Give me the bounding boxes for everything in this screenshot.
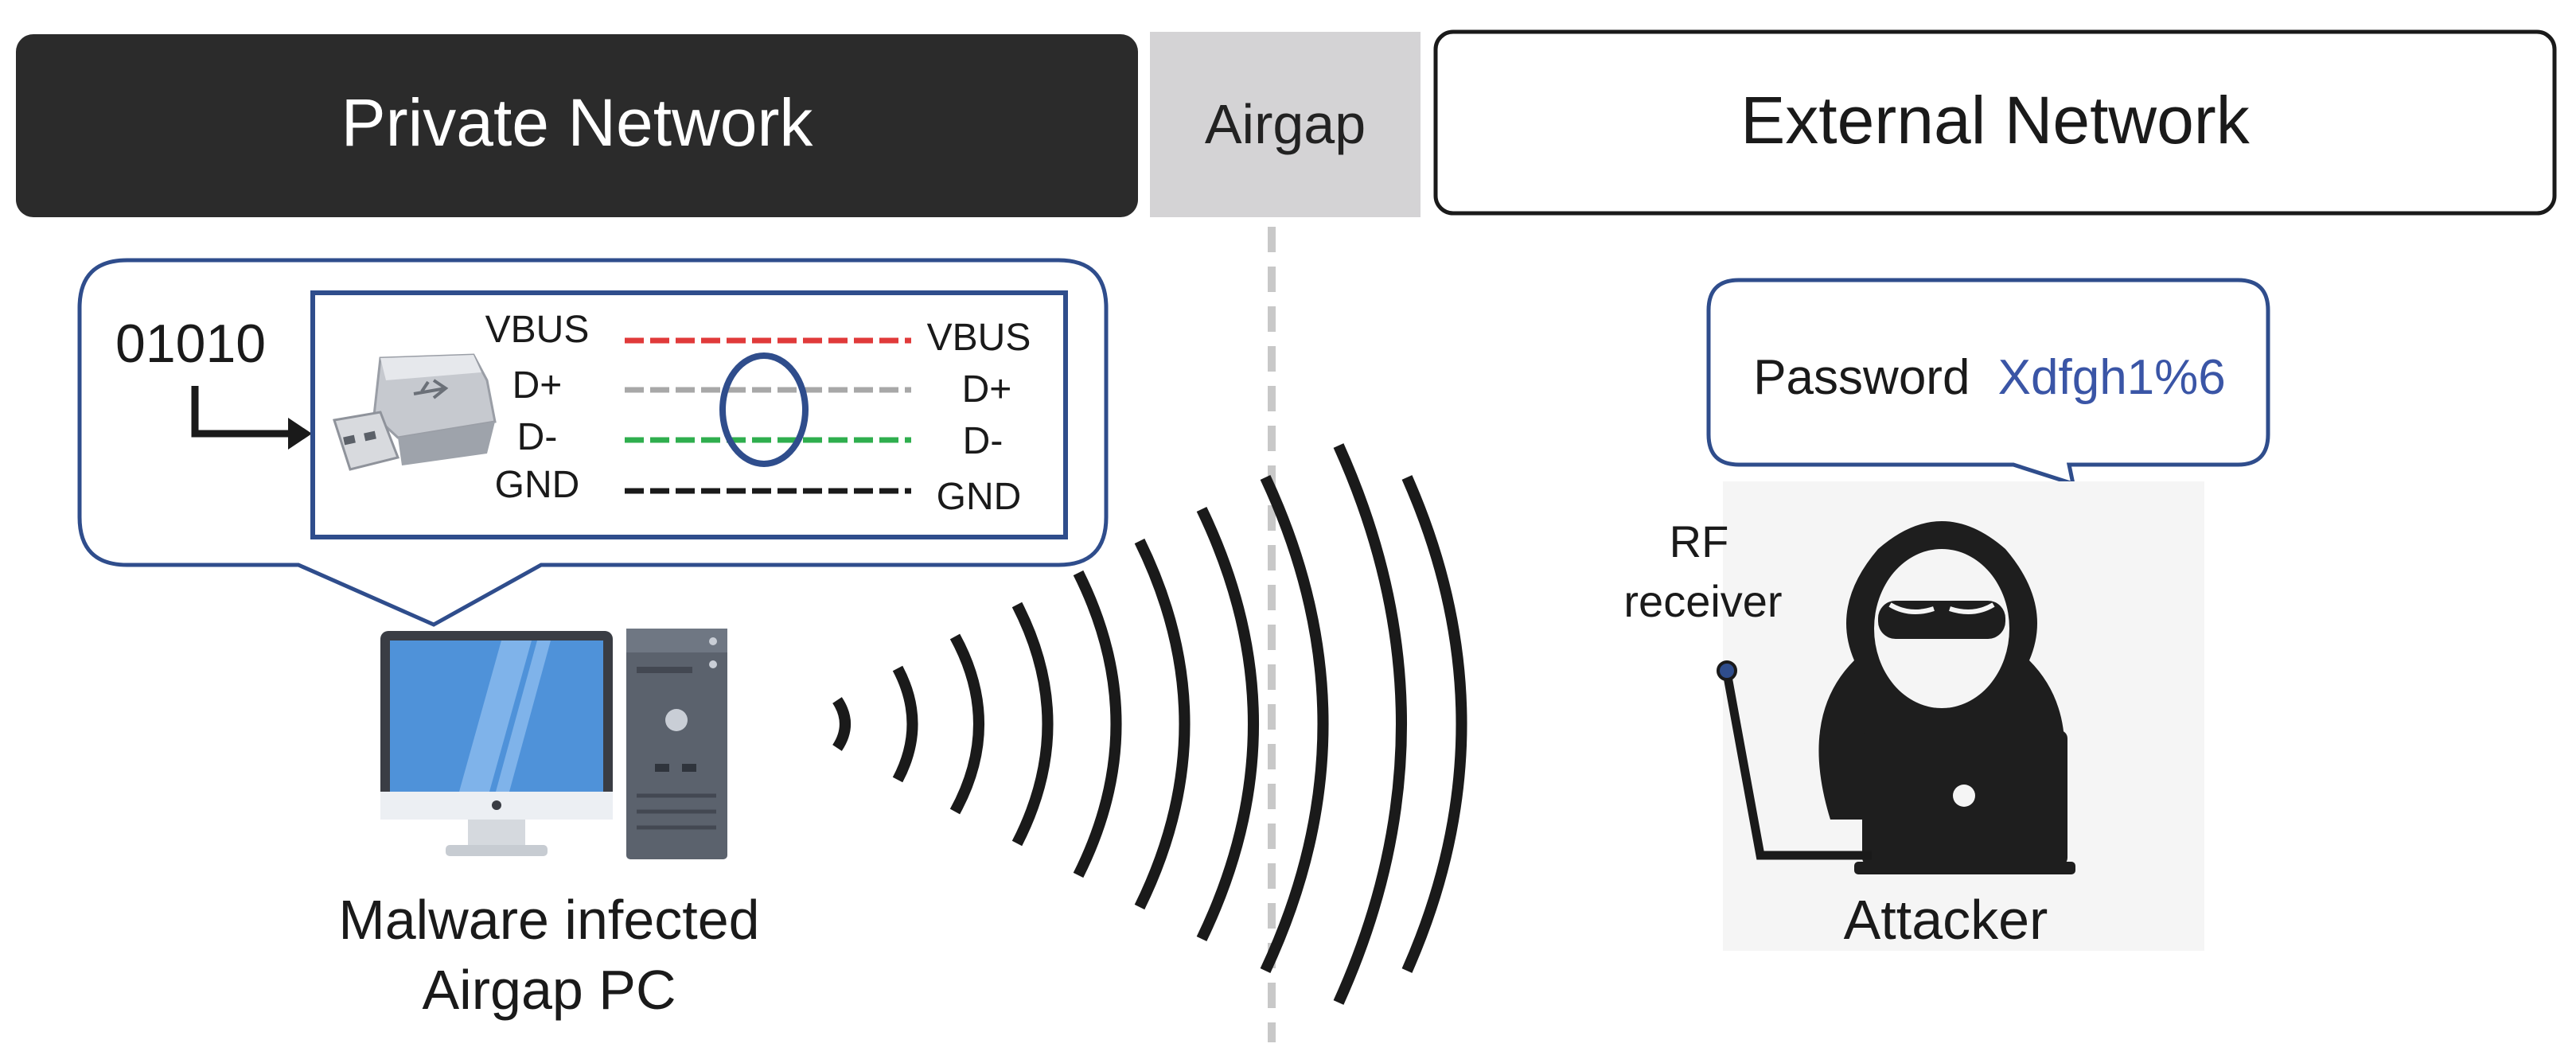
rf-label-line1: RF	[1670, 516, 1729, 567]
pin-label-right-dminus: D-	[963, 420, 1004, 462]
password-callout-bubble	[1706, 278, 2270, 487]
pin-label-right-gnd: GND	[937, 476, 1022, 518]
bits-arrow-head	[288, 418, 312, 450]
pin-label-left-vbus: VBUS	[485, 309, 590, 351]
password-value: Xdfgh1%6	[1998, 350, 2226, 405]
pin-label-left-gnd: GND	[495, 464, 580, 506]
external-network-label: External Network	[1740, 83, 2251, 158]
signal-highlight-ellipse	[719, 352, 809, 467]
pc-caption-line2: Airgap PC	[422, 959, 676, 1021]
airgap-label: Airgap	[1205, 93, 1366, 155]
password-label: Password	[1753, 350, 1970, 405]
pin-label-left-dminus: D-	[517, 416, 558, 458]
usb-stick-icon	[333, 353, 497, 471]
rf-antenna-icon	[1717, 660, 1872, 860]
laptop-icon	[1854, 730, 2075, 874]
radio-waves-icon	[832, 443, 1467, 1005]
external-network-bar	[1433, 29, 2557, 216]
binary-bits: 01010	[115, 313, 266, 374]
pin-label-left-dplus: D+	[512, 364, 563, 407]
pin-label-right-vbus: VBUS	[927, 317, 1031, 359]
private-network-label: Private Network	[341, 85, 814, 160]
pin-label-right-dplus: D+	[962, 368, 1012, 411]
airgap-bar	[1150, 32, 1421, 217]
password-text: Password Xdfgh1%6	[1753, 350, 2226, 405]
rf-label-line2: receiver	[1623, 576, 1782, 626]
bits-arrow-line	[191, 386, 290, 438]
private-network-bar	[16, 34, 1138, 217]
attacker-caption: Attacker	[1844, 889, 2048, 951]
pc-caption-line1: Malware infected	[338, 889, 759, 951]
pc-tower-icon	[626, 629, 727, 859]
desktop-monitor-icon	[380, 631, 613, 856]
